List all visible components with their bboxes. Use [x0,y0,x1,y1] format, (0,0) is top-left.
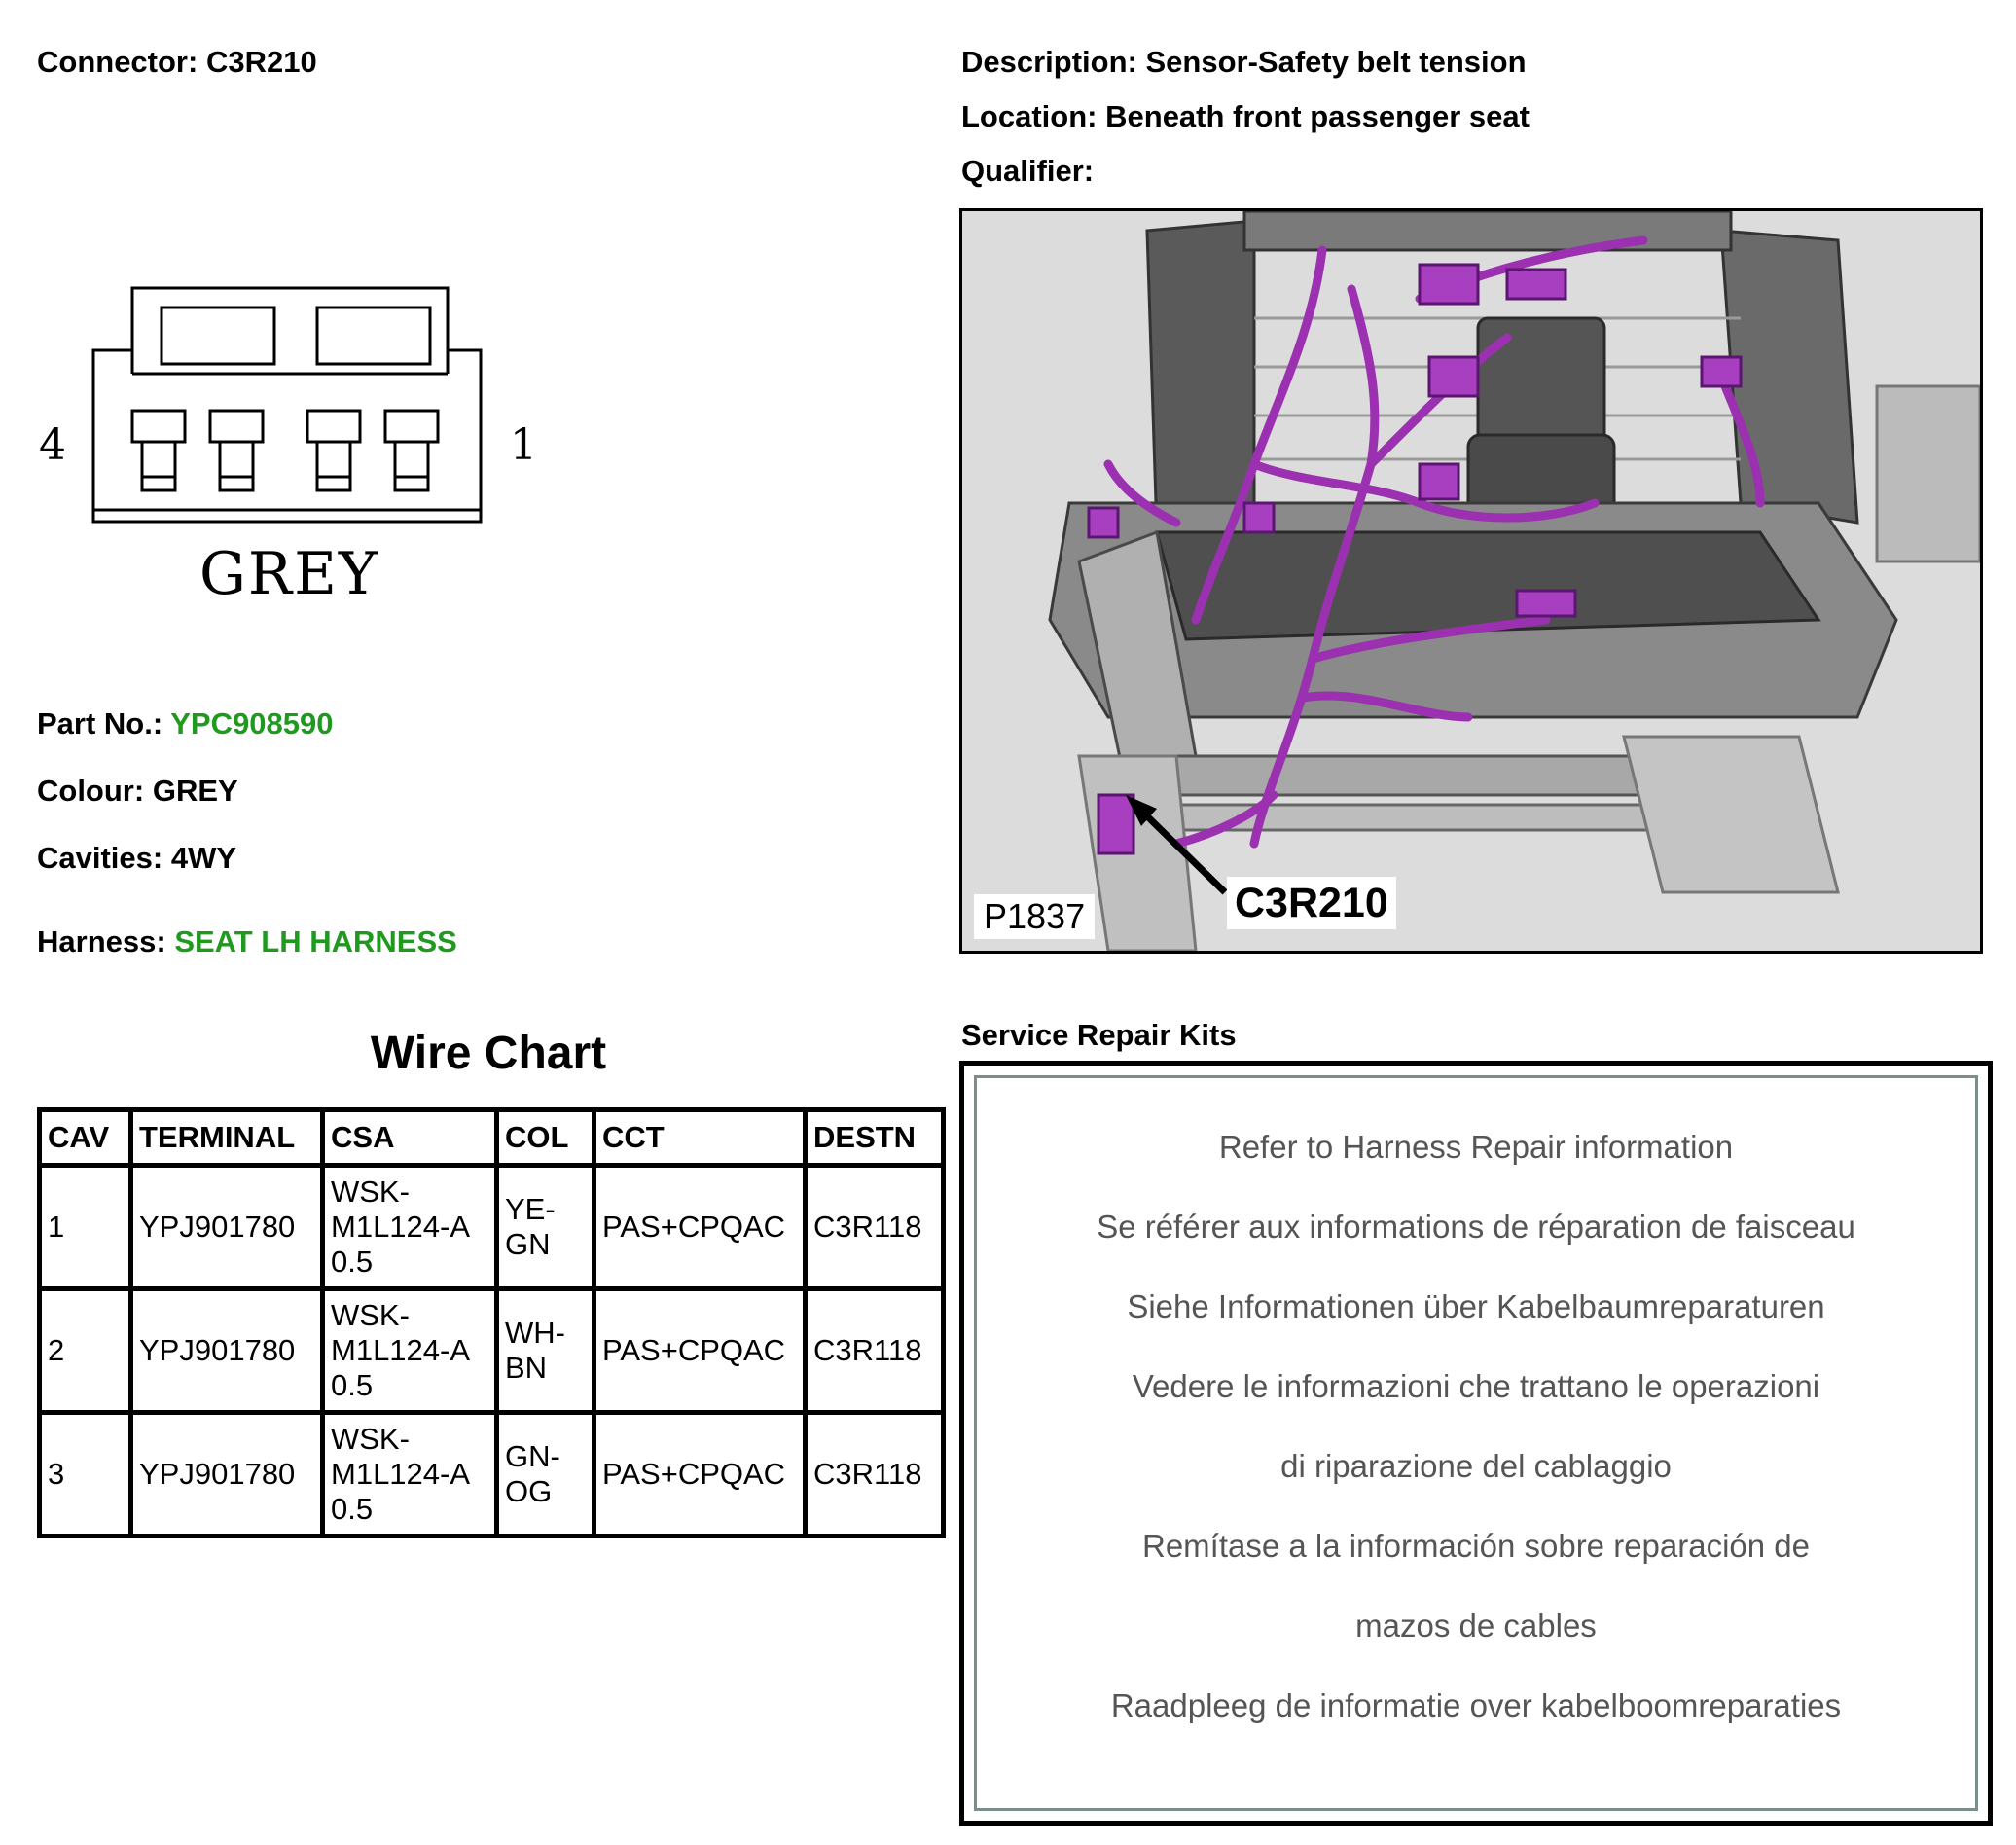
harness-label: Harness: [37,924,166,959]
pin-number-left: 4 [39,420,66,470]
header-cav: CAV [37,1107,133,1168]
col-line: GN- [505,1439,560,1473]
colour-field: Colour: GREY [37,774,238,809]
terminal-cavity-3 [208,409,265,492]
connector-field: Connector: C3R210 [37,45,317,80]
wire-chart-table: CAV TERMINAL CSA COL CCT DESTN 1 YPJ9017… [37,1107,946,1538]
csa-line: 0.5 [331,1368,374,1402]
cell-destn: C3R118 [803,1286,946,1415]
connector-face-diagram [91,286,483,524]
cavities-field: Cavities: 4WY [37,841,236,876]
location-field: Location: Beneath front passenger seat [961,99,1530,134]
connector-value: C3R210 [205,45,317,79]
kit-line-es-2: mazos de cables [1355,1608,1597,1644]
pin-number-right: 1 [510,420,537,470]
cell-col: GN-OG [494,1410,596,1538]
csa-line: M1L124-A [331,1210,471,1244]
cell-destn: C3R118 [803,1163,946,1291]
header-terminal: TERMINAL [128,1107,325,1168]
location-illustration: P1837 C3R210 [959,208,1983,954]
wire-chart-header-row: CAV TERMINAL CSA COL CCT DESTN [37,1107,946,1168]
kit-line-fr: Se référer aux informations de réparatio… [1097,1209,1855,1245]
cell-cav: 1 [37,1163,133,1291]
csa-line: 0.5 [331,1492,374,1526]
header-destn: DESTN [803,1107,946,1168]
terminal-cavity-2 [306,409,362,492]
part-no-field: Part No.: YPC908590 [37,706,333,742]
kit-line-nl: Raadpleeg de informatie over kabelboomre… [1110,1687,1842,1723]
col-line: BN [505,1351,548,1385]
harness-value[interactable]: SEAT LH HARNESS [174,924,457,959]
service-repair-kits-inner: Refer to Harness Repair information Se r… [974,1075,1978,1811]
description-label: Description: [961,45,1137,79]
callout-arrow-head [1126,795,1157,826]
wire-chart-title: Wire Chart [370,1028,607,1079]
cell-terminal: YPJ901780 [128,1163,325,1291]
cell-terminal: YPJ901780 [128,1286,325,1415]
col-line: GN [505,1227,551,1261]
connector-outline [91,286,483,524]
seat-harness-illustration [962,211,1980,951]
header-col: COL [494,1107,596,1168]
col-line: YE- [505,1192,556,1226]
cell-destn: C3R118 [803,1410,946,1538]
colour-value: GREY [152,774,238,808]
description-value: Sensor-Safety belt tension [1145,45,1527,79]
description-field: Description: Sensor-Safety belt tension [961,45,1527,80]
part-no-label: Part No.: [37,706,163,741]
diagram-colour-text: GREY [199,540,379,608]
callout-arrow-line [1136,806,1228,895]
kit-line-en: Refer to Harness Repair information [1218,1129,1734,1165]
connector-latch-left [160,306,276,366]
colour-label: Colour: [37,774,145,808]
cell-col: WH-BN [494,1286,596,1415]
service-repair-kits-box: Refer to Harness Repair information Se r… [959,1061,1993,1826]
service-repair-kits-title: Service Repair Kits [961,1018,1237,1052]
qualifier-label: Qualifier: [961,154,1095,188]
csa-line: WSK- [331,1298,410,1332]
kit-line-it-2: di riparazione del cablaggio [1280,1448,1672,1484]
header-csa: CSA [320,1107,499,1168]
csa-line: M1L124-A [331,1333,471,1367]
cell-cct: PAS+CPQAC [592,1410,808,1538]
csa-line: WSK- [331,1422,410,1456]
photo-reference-label: P1837 [974,894,1096,939]
cell-cct: PAS+CPQAC [592,1163,808,1291]
cell-cav: 3 [37,1410,133,1538]
location-label: Location: [961,99,1098,133]
cell-terminal: YPJ901780 [128,1410,325,1538]
cell-cav: 2 [37,1286,133,1415]
connector-terminals [130,409,440,492]
cell-col: YE-GN [494,1163,596,1291]
part-no-value[interactable]: YPC908590 [170,706,334,741]
terminal-cavity-1 [383,409,440,492]
location-value: Beneath front passenger seat [1105,99,1530,133]
csa-line: M1L124-A [331,1457,471,1491]
cavities-label: Cavities: [37,841,163,875]
terminal-cavity-4 [130,409,187,492]
csa-line: 0.5 [331,1245,374,1279]
kit-line-es-1: Remítase a la información sobre reparaci… [1141,1528,1811,1564]
photo-connector-callout: C3R210 [1227,877,1396,929]
harness-field: Harness: SEAT LH HARNESS [37,924,457,959]
connector-latch-right [315,306,432,366]
qualifier-field: Qualifier: [961,154,1094,189]
kit-line-de: Siehe Informationen über Kabelbaumrepara… [1127,1288,1825,1324]
kit-line-it-1: Vedere le informazioni che trattano le o… [1132,1368,1820,1404]
cell-cct: PAS+CPQAC [592,1286,808,1415]
connector-label: Connector: [37,45,198,79]
cavities-value: 4WY [170,841,237,875]
header-cct: CCT [592,1107,808,1168]
csa-line: WSK- [331,1175,410,1209]
col-line: OG [505,1474,553,1508]
col-line: WH- [505,1316,565,1350]
